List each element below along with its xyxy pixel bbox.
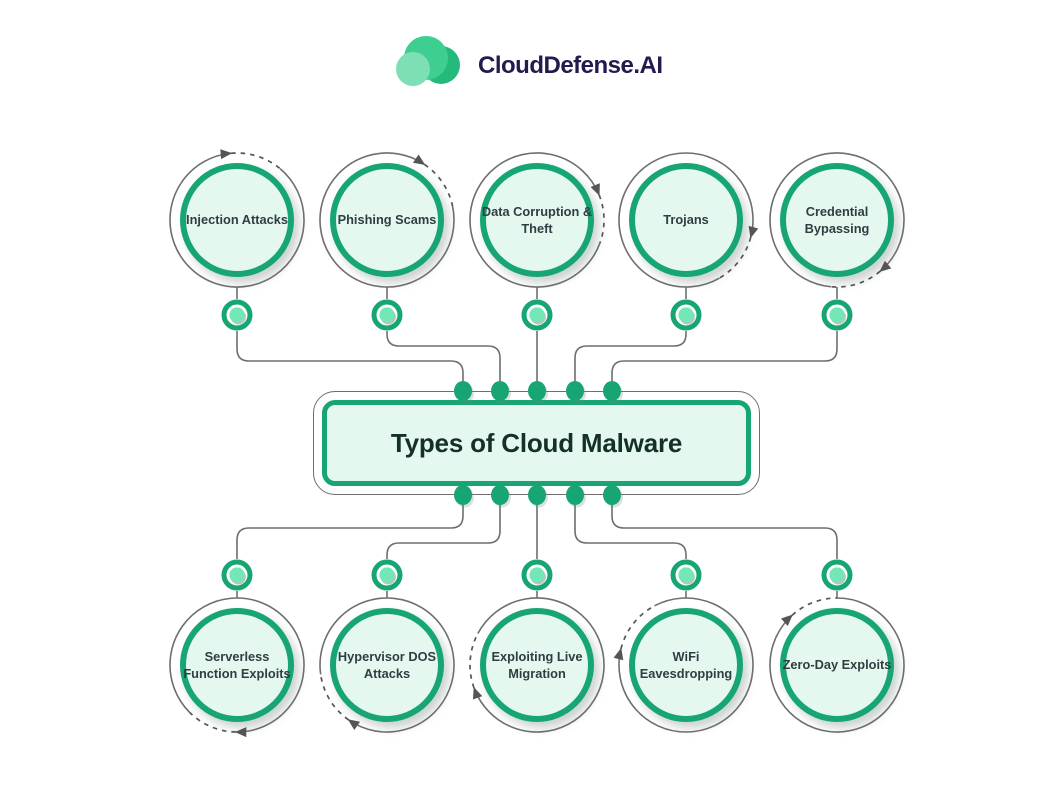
node-label: Credential Bypassing	[804, 203, 870, 236]
orbit-arrowhead-icon	[347, 719, 361, 731]
medallion-dot	[379, 307, 395, 323]
node-label: Zero-Day Exploits	[782, 657, 892, 673]
cloud-lobe-light	[396, 52, 430, 86]
medallion-ring	[371, 559, 403, 591]
medallion-dot	[529, 567, 545, 583]
node-hypervisor-dos-attacks: Hypervisor DOS Attacks	[330, 608, 444, 722]
node-label: Exploiting Live Migration	[491, 648, 583, 681]
wire-bottom-5	[611, 495, 838, 559]
medallion-dot	[229, 307, 245, 323]
medallion-dot-shadow	[380, 569, 396, 585]
node-zero-day-exploits: Zero-Day Exploits	[780, 608, 894, 722]
medallion-dot	[678, 567, 694, 583]
node-credential-bypassing: Credential Bypassing	[780, 163, 894, 277]
medallion-dot-shadow	[380, 309, 396, 325]
node-label: Hypervisor DOS Attacks	[337, 648, 437, 681]
medallion-ring	[821, 559, 853, 591]
orbit-arrowhead-icon	[412, 154, 426, 166]
orbit-arrowhead-icon	[781, 614, 793, 626]
medallion-ring	[821, 299, 853, 331]
center-box: Types of Cloud Malware	[313, 391, 760, 495]
medallion-dot	[229, 567, 245, 583]
node-label: Data Corruption & Theft	[481, 203, 593, 236]
wire-bottom-1	[236, 495, 464, 559]
orbit-arrowhead-icon	[220, 149, 233, 160]
node-label: Serverless Function Exploits	[183, 648, 291, 681]
medallion-dot-shadow	[679, 569, 695, 585]
node-phishing-scams: Phishing Scams	[330, 163, 444, 277]
node-injection-attacks: Injection Attacks	[180, 163, 294, 277]
node-trojans: Trojans	[629, 163, 743, 277]
medallion-ring	[670, 559, 702, 591]
node-wifi-eavesdropping: WiFi Eavesdropping	[629, 608, 743, 722]
medallion-dot-shadow	[679, 309, 695, 325]
wire-top-5	[611, 331, 838, 391]
medallion-ring	[521, 299, 553, 331]
logo-cloud-icon	[396, 36, 466, 94]
medallion-dot-shadow	[530, 569, 546, 585]
medallion-ring	[221, 299, 253, 331]
medallion-ring	[371, 299, 403, 331]
node-data-corruption-theft: Data Corruption & Theft	[480, 163, 594, 277]
medallion-dot-shadow	[530, 309, 546, 325]
orbit-arrowhead-icon	[234, 727, 247, 738]
medallion-dot	[529, 307, 545, 323]
wire-top-1	[236, 331, 464, 391]
medallion-dot-shadow	[830, 569, 846, 585]
node-label: Phishing Scams	[337, 212, 437, 228]
brand-name: CloudDefense.AI	[478, 52, 663, 79]
orbit-dashed-arc	[598, 194, 605, 244]
medallion-dot	[678, 307, 694, 323]
orbit-dashed-arc	[469, 633, 479, 689]
medallion-dot	[379, 567, 395, 583]
center-title: Types of Cloud Malware	[390, 427, 683, 458]
medallion-dot	[829, 567, 845, 583]
medallion-ring	[670, 299, 702, 331]
medallion-dot	[829, 307, 845, 323]
orbit-arrowhead-icon	[590, 183, 600, 196]
wire-bottom-4	[574, 495, 687, 559]
node-serverless-function-exploits: Serverless Function Exploits	[180, 608, 294, 722]
medallion-dot-shadow	[830, 309, 846, 325]
medallion-ring	[221, 559, 253, 591]
node-label: Injection Attacks	[186, 212, 288, 228]
wire-top-2	[386, 331, 501, 391]
orbit-arrowhead-icon	[613, 647, 624, 661]
center-box-inner: Types of Cloud Malware	[322, 400, 751, 486]
wire-top-4	[574, 331, 687, 391]
orbit-arrowhead-icon	[748, 225, 759, 239]
medallion-dot-shadow	[230, 309, 246, 325]
node-exploiting-live-migration: Exploiting Live Migration	[480, 608, 594, 722]
orbit-arrowhead-icon	[879, 260, 892, 272]
medallion-ring	[521, 559, 553, 591]
orbit-arrowhead-icon	[472, 686, 483, 700]
medallion-dot-shadow	[230, 569, 246, 585]
node-label: Trojans	[663, 212, 709, 228]
node-label: WiFi Eavesdropping	[639, 648, 733, 681]
wire-bottom-2	[386, 495, 501, 559]
